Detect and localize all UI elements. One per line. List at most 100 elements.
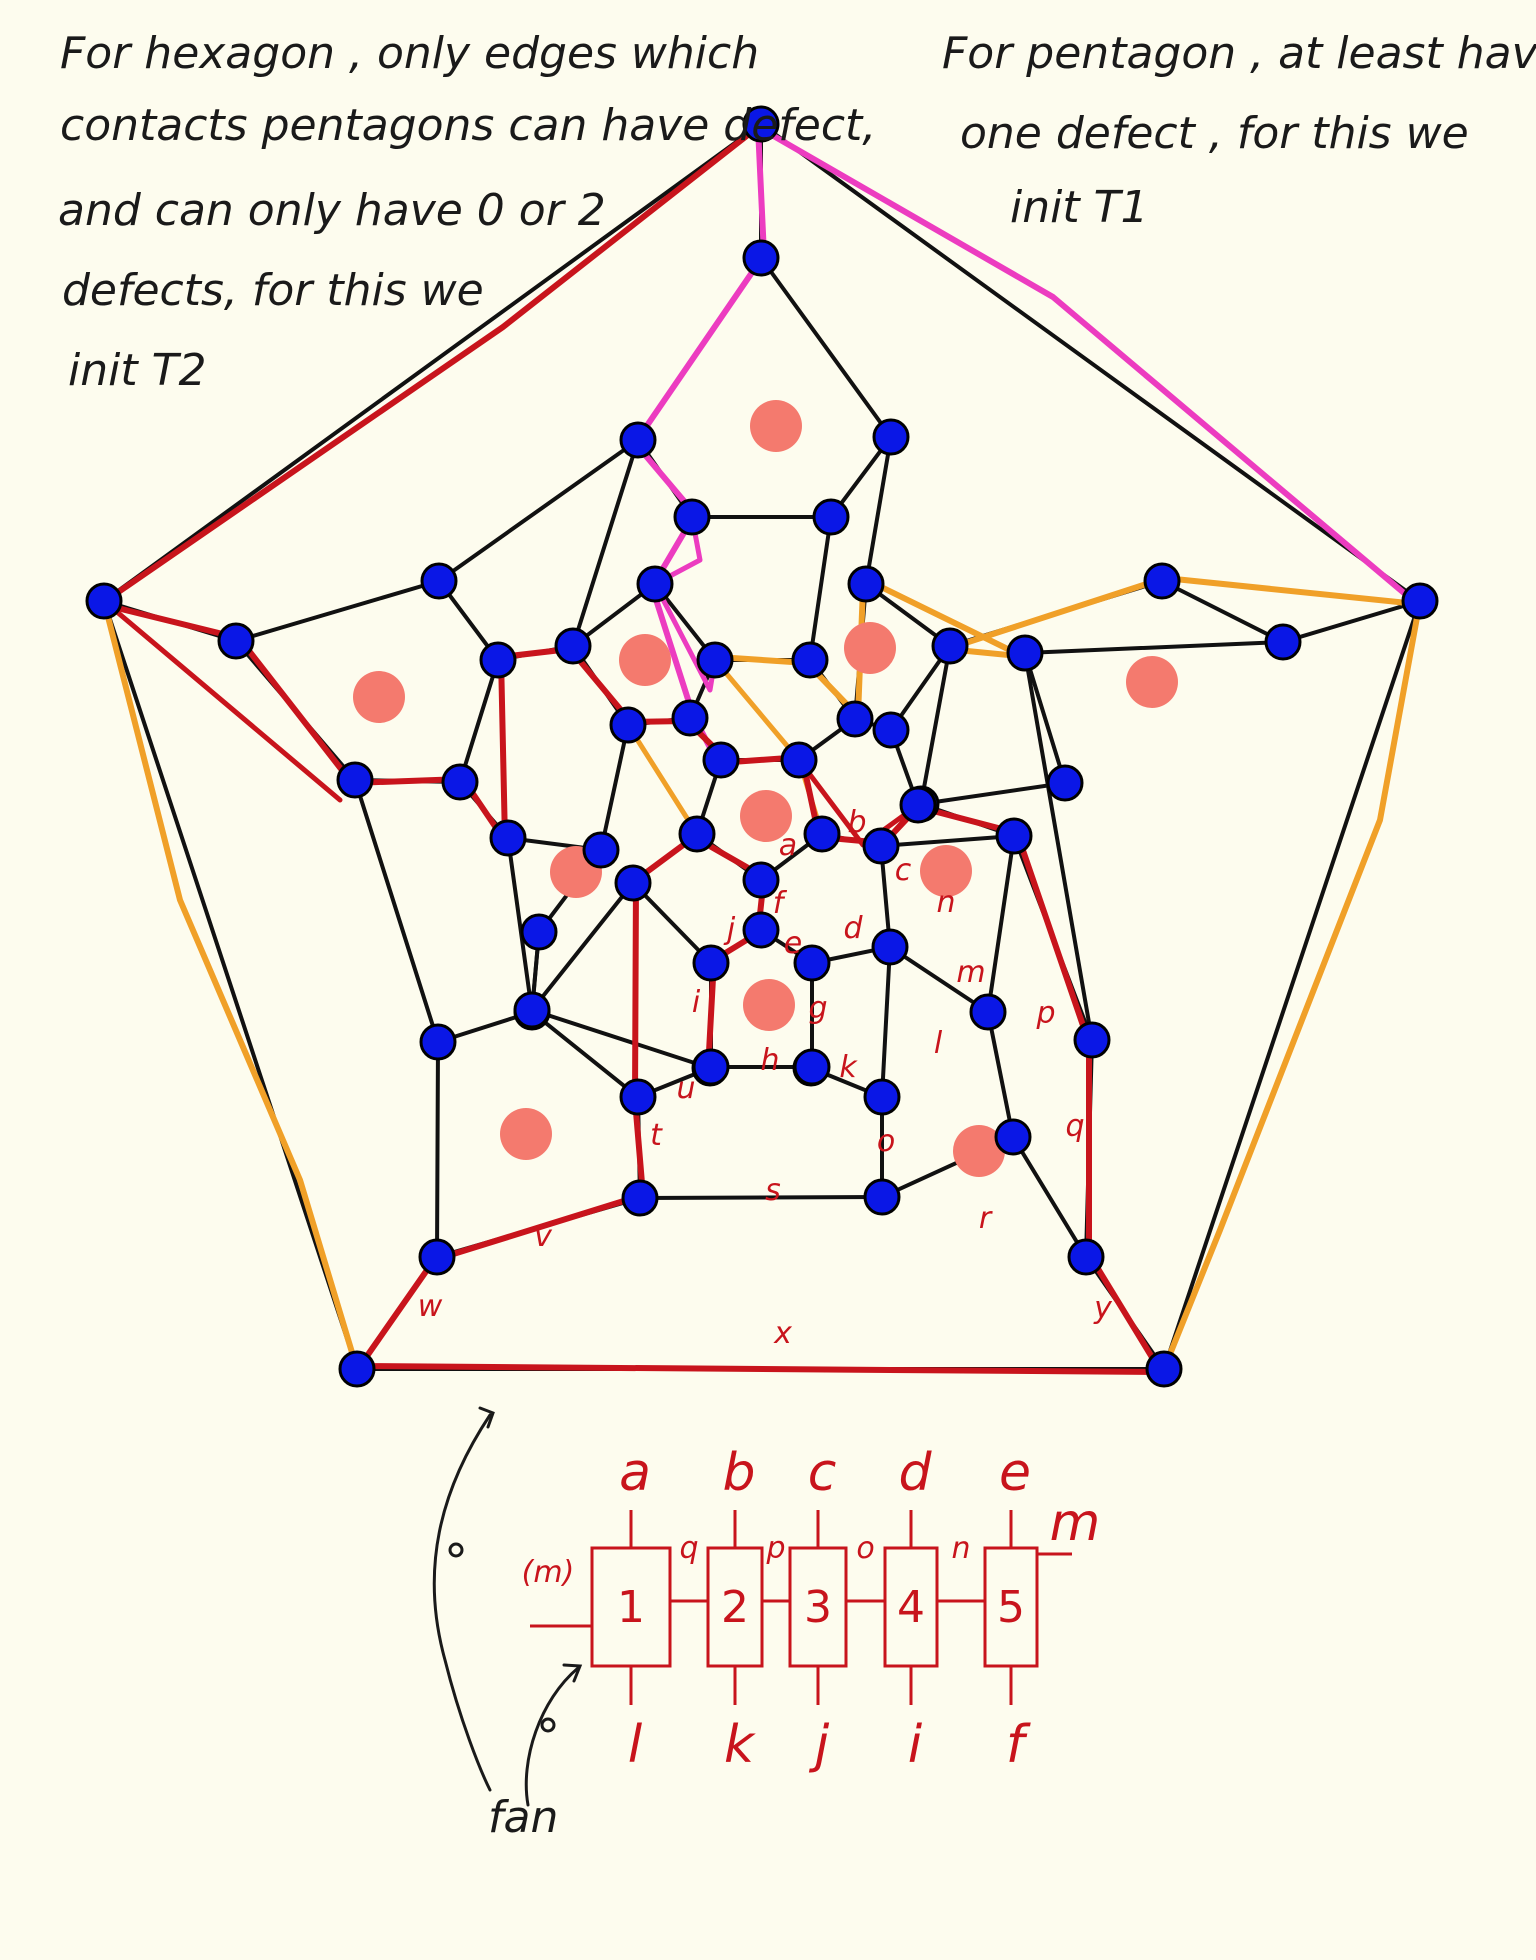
graph-edge — [986, 834, 1016, 1014]
graph-vertex — [336, 761, 374, 799]
graph-edge — [353, 778, 440, 1044]
graph-edge — [530, 1008, 712, 1070]
graph-vertex — [1067, 1238, 1105, 1276]
graph-vertex — [793, 1048, 831, 1086]
edge-label: m — [956, 955, 985, 990]
edge-label: y — [1093, 1291, 1113, 1326]
graph-vertex — [636, 565, 674, 603]
tensor-box-label: 4 — [897, 1582, 925, 1633]
graph-vertex — [836, 700, 874, 738]
graph-edge — [888, 945, 990, 1014]
edge-label: p — [1035, 996, 1055, 1031]
edge-label: r — [979, 1201, 993, 1236]
graph-edge — [759, 122, 1422, 603]
orange-path — [1161, 598, 1423, 1372]
fan-arrow — [524, 1666, 580, 1807]
graph-vertex — [217, 622, 255, 660]
graph-vertex — [742, 861, 780, 899]
edge-label: s — [765, 1173, 781, 1208]
graph-vertex — [479, 641, 517, 679]
hexagon-note-line: contacts pentagons can have defect, — [60, 100, 876, 151]
fan-loop — [448, 1542, 464, 1558]
fan-arrow-head — [478, 1406, 495, 1429]
graph-vertex — [489, 819, 527, 857]
defect-marker — [743, 979, 795, 1031]
graph-vertex — [520, 913, 558, 951]
edge-label: g — [808, 991, 827, 1026]
tensor-link-label: n — [951, 1531, 970, 1566]
graph-vertex — [863, 1078, 901, 1116]
tensor-link-label: p — [765, 1531, 785, 1566]
edge-label: e — [784, 926, 802, 961]
edge-label: h — [760, 1043, 779, 1078]
graph-edge — [631, 881, 713, 965]
graph-edge — [458, 658, 500, 784]
graph-edge — [506, 836, 534, 1014]
defect-marker — [844, 622, 896, 674]
graph-vertex — [582, 831, 620, 869]
graph-edge — [1023, 640, 1285, 655]
edge-label: d — [843, 911, 863, 946]
graph-edge — [638, 1195, 884, 1200]
tensor-bottom-label: j — [809, 1715, 830, 1775]
edge-label: b — [847, 805, 866, 840]
tensor-box-label: 1 — [617, 1582, 645, 1633]
orange-path — [715, 584, 866, 719]
graph-vertex — [513, 991, 551, 1029]
edge-label: k — [839, 1050, 858, 1085]
graph-vertex — [609, 706, 647, 744]
graph-vertex — [678, 815, 716, 853]
tensor-top-label: b — [722, 1443, 755, 1503]
edge-label: l — [934, 1026, 943, 1061]
graph-edge — [1160, 579, 1285, 644]
graph-vertex — [1073, 1021, 1111, 1059]
graph-vertex — [862, 827, 900, 865]
graph-vertex — [420, 562, 458, 600]
graph-edge — [986, 1010, 1015, 1139]
graph-vertices — [85, 105, 1439, 1388]
hexagon-note-line: defects, for this we — [62, 265, 484, 316]
graph-vertex — [872, 711, 910, 749]
graph-vertex — [338, 1350, 376, 1388]
tensor-right-label: m — [1050, 1493, 1101, 1553]
tensor-bottom-label: i — [908, 1715, 923, 1775]
graph-vertex — [803, 815, 841, 853]
graph-vertex — [812, 498, 850, 536]
graph-vertex — [871, 928, 909, 966]
graph-vertex — [692, 1048, 730, 1086]
edge-label: q — [1065, 1109, 1084, 1144]
pentagon-note-line: init T1 — [1010, 182, 1148, 233]
graph-vertex — [619, 1078, 657, 1116]
graph-edge — [437, 438, 640, 583]
red-path — [796, 757, 921, 849]
tensor-box-label: 5 — [997, 1582, 1025, 1633]
orange-path — [101, 598, 360, 1372]
graph-edge — [880, 945, 892, 1099]
graph-edge — [530, 1010, 640, 1099]
graph-edge — [1023, 651, 1067, 785]
graph-vertex — [847, 565, 885, 603]
graph-vertex — [85, 582, 123, 620]
tensor-box-label: 2 — [721, 1582, 749, 1633]
edge-label: u — [676, 1071, 695, 1106]
graph-vertex — [1046, 764, 1084, 802]
graph-edge — [102, 599, 359, 1371]
hexagon-note: For hexagon , only edges which contacts … — [58, 28, 876, 396]
tensor-link-label: o — [856, 1531, 874, 1566]
pentagon-note-line: For pentagon , at least have — [942, 28, 1536, 79]
graph-vertex — [1143, 562, 1181, 600]
graph-edge — [919, 781, 1067, 806]
orange-path — [625, 722, 700, 837]
defect-marker — [750, 400, 802, 452]
defect-marker — [619, 634, 671, 686]
graph-vertex — [441, 763, 479, 801]
tensor-bottom-label: f — [1006, 1715, 1031, 1775]
tensor-top-label: e — [999, 1443, 1031, 1503]
fan-bracket — [432, 1413, 492, 1792]
edge-label: t — [650, 1118, 663, 1153]
tensor-link-label: q — [679, 1531, 698, 1566]
graph-edge — [234, 579, 441, 643]
defect-marker — [920, 845, 972, 897]
